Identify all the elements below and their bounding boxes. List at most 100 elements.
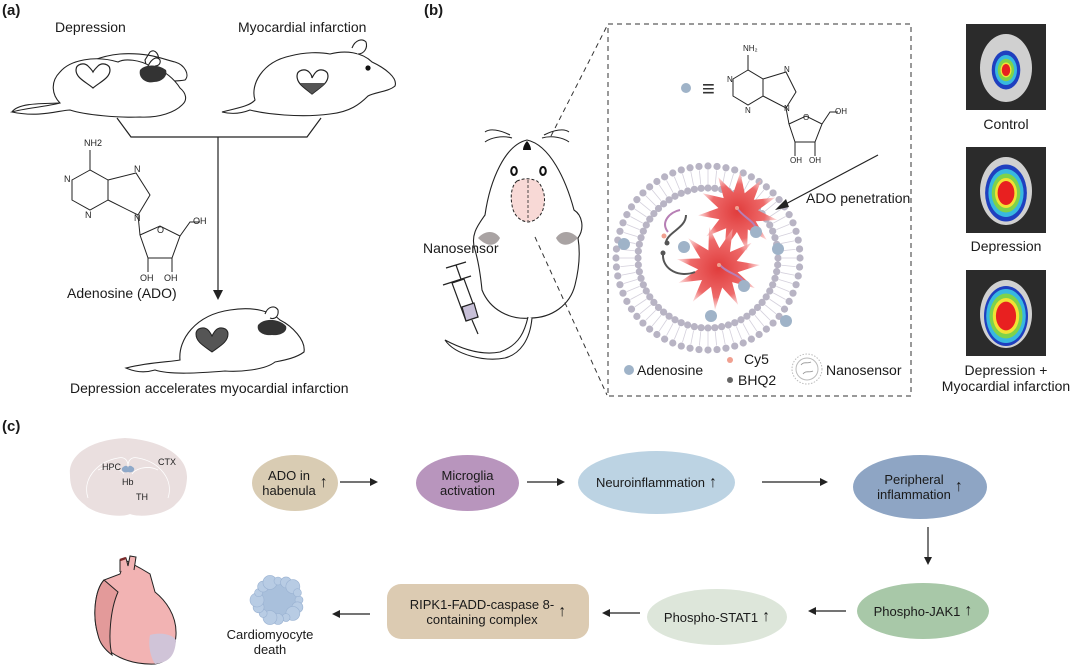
adenosine-atoms-b: NH₂ N N N N O OH OH OH: [727, 44, 847, 165]
lipid-tail: [714, 170, 718, 185]
atom-n1: N: [64, 174, 71, 184]
lipid-head: [650, 209, 658, 218]
legend-adenosine-dot: [624, 365, 634, 375]
heart-infarct-fill: [300, 83, 325, 94]
lipid-head: [796, 254, 804, 262]
signal-core: [995, 301, 1017, 331]
lipid-head: [661, 173, 669, 181]
lipid-tail: [658, 319, 668, 332]
cy5-dot: [661, 233, 667, 239]
lipid-head: [634, 254, 642, 262]
increase-arrow-icon: ↑: [762, 608, 771, 625]
legend-nanosensor-label: Nanosensor: [826, 362, 902, 378]
node-phospho-jak1: Phospho-JAK1↑: [857, 583, 989, 639]
mouse-result-head-patch: [257, 319, 287, 336]
lipid-head: [743, 312, 751, 320]
lipid-head: [627, 305, 636, 313]
lipid-head: [623, 211, 631, 219]
lipid-head: [634, 261, 642, 269]
lipid-head: [704, 324, 712, 332]
lipid-head: [627, 203, 636, 211]
lipid-head: [762, 183, 770, 191]
mouse-eye-left: [510, 166, 518, 176]
cardiomyocyte-death-caption: Cardiomyocyte death: [215, 627, 325, 657]
lipid-tail: [780, 272, 795, 276]
lipid-tail: [673, 326, 681, 340]
lipid-head: [642, 287, 650, 295]
lipid-tail: [682, 328, 687, 343]
lipid-tail: [630, 292, 643, 300]
apoptotic-bleb: [293, 588, 302, 598]
lipid-head: [753, 303, 762, 312]
lipid-head: [780, 305, 789, 313]
lipid-tail: [690, 171, 694, 186]
lipid-head: [731, 342, 739, 350]
lipid-tail: [722, 330, 726, 345]
svg-text:OH: OH: [809, 156, 821, 165]
lipid-head: [614, 272, 622, 280]
lipid-head: [686, 344, 694, 352]
lipid-tail: [769, 208, 782, 218]
lipid-head: [713, 162, 721, 171]
brain-section-illustration: [69, 438, 188, 516]
lipid-head: [619, 289, 627, 297]
lipid-head: [739, 169, 747, 177]
lipid-tail: [623, 279, 638, 284]
lipid-head: [769, 227, 777, 235]
heart-half-filled-icon: [296, 69, 329, 95]
lipid-head: [718, 323, 726, 331]
legend-nanosensor-icon: [791, 353, 823, 385]
svg-text:N: N: [784, 104, 790, 113]
lipid-head: [771, 234, 779, 242]
adenosine-atoms-a: NH2 N N N N O OH OH OH: [64, 138, 207, 283]
ivis-image-control: [966, 24, 1046, 110]
ivis-image-depression-mi: [966, 270, 1046, 356]
lipid-tail: [714, 331, 718, 346]
brain-section-outlines: [86, 457, 170, 499]
lipid-tail: [658, 184, 668, 197]
lipid-tail: [645, 310, 656, 321]
lipid-head: [792, 281, 800, 289]
lipid-head: [665, 312, 673, 320]
label-ctx: CTX: [158, 457, 176, 467]
cy5-dot: [735, 206, 739, 210]
lipid-head: [677, 166, 685, 174]
lipid-tail: [754, 314, 765, 327]
lipid-tail: [781, 248, 796, 252]
legend-adenosine-label: Adenosine: [637, 362, 704, 378]
adenosine-name-a: Adenosine (ADO): [67, 285, 177, 301]
lipid-head: [697, 324, 705, 332]
ivis-image-depression: [966, 147, 1046, 233]
lipid-head: [713, 345, 721, 354]
lipid-head: [635, 240, 643, 248]
depression-caption: Depression: [55, 19, 126, 35]
lipid-head: [766, 221, 774, 229]
lipid-head: [690, 323, 698, 331]
lipid-head: [737, 316, 745, 324]
ivis-caption-line1: Depression +: [964, 362, 1048, 378]
lipid-head: [661, 335, 669, 343]
lipid-tail: [651, 314, 662, 327]
heart-outline-icon: [75, 63, 111, 89]
lipid-head: [634, 247, 642, 255]
lipid-head: [774, 254, 782, 262]
lipid-head: [637, 274, 645, 282]
lipid-head: [795, 263, 804, 271]
label-hb: Hb: [122, 477, 134, 487]
svg-text:OH: OH: [835, 107, 847, 116]
ivis-caption-depression: Depression: [970, 238, 1042, 254]
lipid-head: [697, 184, 705, 192]
lipid-head: [639, 281, 647, 289]
lipid-head: [646, 215, 654, 223]
panel-b-label: (b): [424, 2, 444, 19]
penetration-arrow: [775, 154, 879, 210]
lipid-head: [769, 189, 777, 197]
lipid-tail: [630, 216, 643, 224]
lipid-head: [724, 321, 732, 329]
brain-region-labels: HPC CTX Hb TH: [102, 457, 176, 502]
lipid-tail: [690, 330, 694, 345]
lipid-head: [686, 164, 694, 172]
lipid-head: [795, 245, 804, 253]
